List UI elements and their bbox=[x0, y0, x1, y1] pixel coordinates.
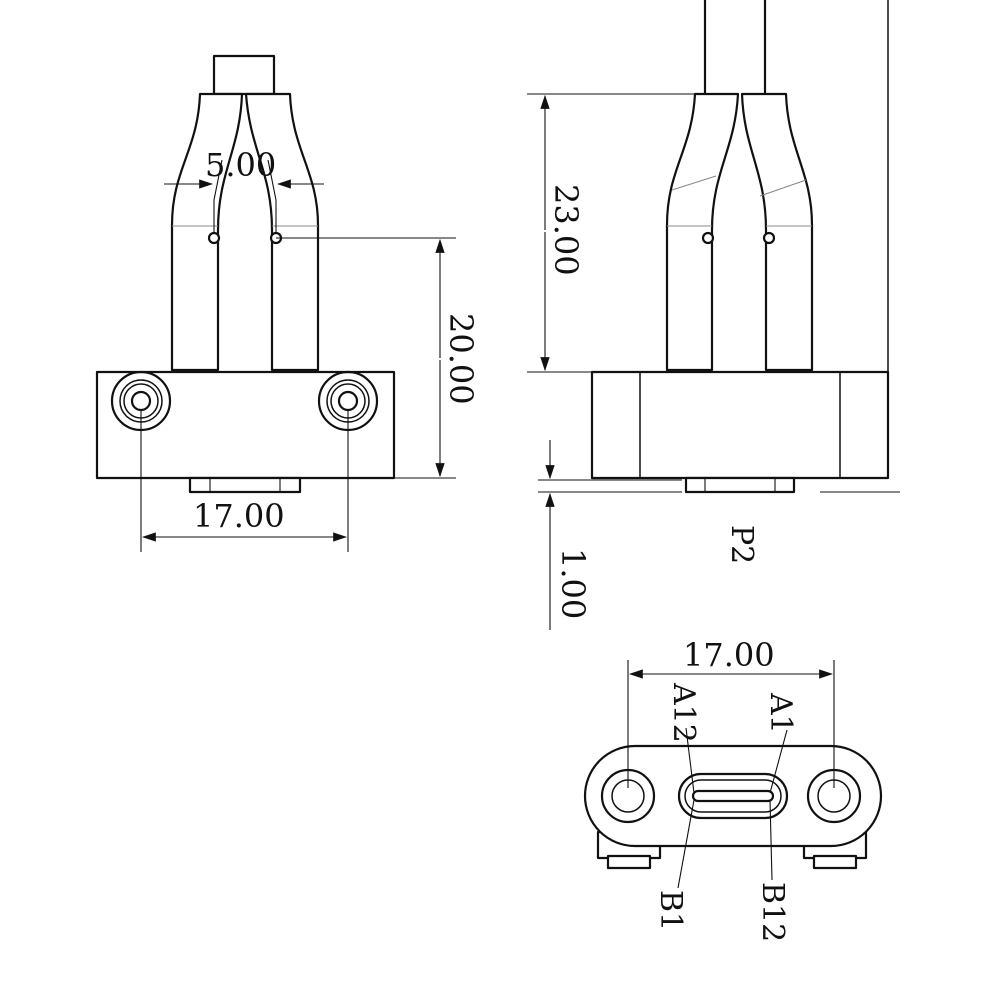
front-view-left-cable bbox=[170, 92, 244, 372]
front-view: 5.00 20.00 17.00 bbox=[95, 54, 480, 552]
side-view-body bbox=[590, 370, 890, 480]
front-view-right-cable bbox=[244, 92, 320, 372]
front-view-pin-left bbox=[207, 231, 221, 245]
side-view: 23.00 1.00 P2 bbox=[527, 0, 900, 630]
side-view-offset-dim: 1.00 bbox=[554, 548, 592, 619]
pin-label-a12: A12 bbox=[666, 682, 701, 743]
side-view-height-dim: 23.00 bbox=[547, 184, 585, 276]
side-view-pin-left bbox=[701, 231, 715, 245]
pin-label-b12: B12 bbox=[755, 882, 790, 942]
side-view-right-cable bbox=[740, 92, 814, 372]
front-view-top-tab bbox=[212, 54, 276, 96]
front-view-bottom-tab bbox=[188, 476, 302, 494]
bottom-view-plate bbox=[583, 744, 883, 848]
side-view-left-cable bbox=[665, 92, 740, 372]
side-view-pin-right bbox=[762, 231, 776, 245]
front-view-height-dim: 20.00 bbox=[442, 313, 480, 405]
bottom-view: A12 A1 B1 B12 17.00 bbox=[583, 636, 883, 942]
bottom-view-hole-spacing-dim: 17.00 bbox=[683, 636, 775, 674]
side-view-label: P2 bbox=[724, 525, 759, 564]
pin-label-a1: A1 bbox=[763, 692, 798, 734]
side-view-bottom-tab bbox=[684, 476, 796, 494]
bottom-view-usb-c-port bbox=[677, 772, 789, 820]
pin-label-b1: B1 bbox=[653, 890, 688, 931]
front-view-hole-spacing-dim: 17.00 bbox=[193, 497, 285, 535]
front-view-pitch-dim: 5.00 bbox=[205, 146, 276, 184]
